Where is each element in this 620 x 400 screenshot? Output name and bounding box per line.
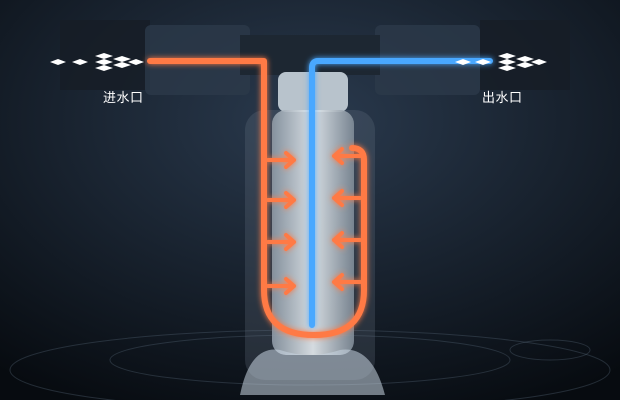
- flow-arrow-icon: [266, 147, 362, 295]
- water-splash: [240, 349, 385, 395]
- outflow-path: [309, 58, 493, 328]
- inlet-arrow-icon: [50, 53, 144, 71]
- inflow-path: [147, 58, 367, 338]
- outlet-arrow-icon: [455, 53, 547, 71]
- outlet-label: 出水口: [482, 91, 523, 106]
- inlet-label: 进水口: [103, 91, 144, 106]
